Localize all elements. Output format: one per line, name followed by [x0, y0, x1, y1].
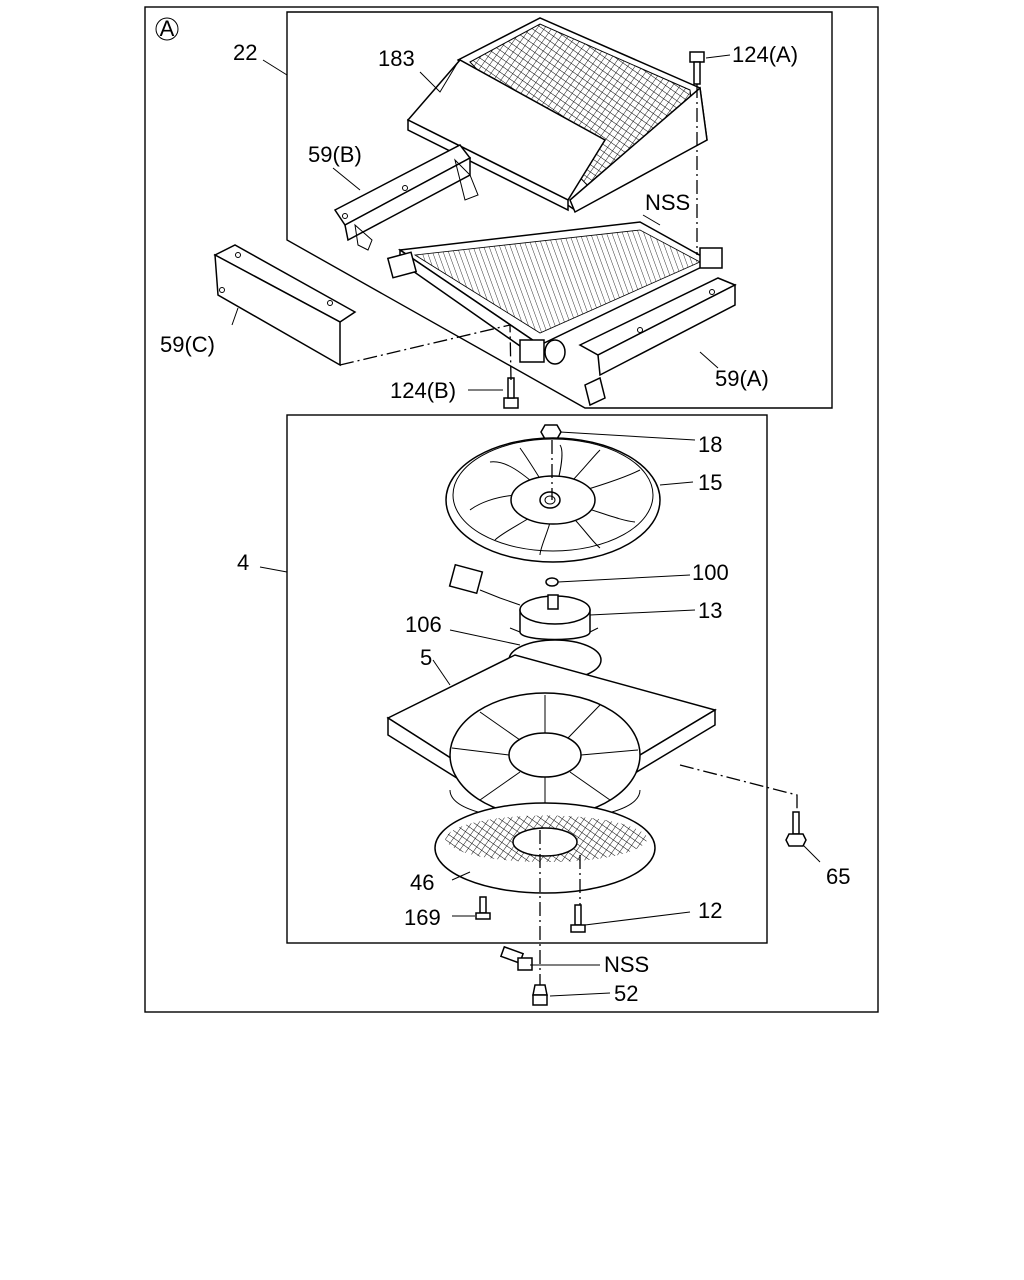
- bracket-59c: [213, 244, 357, 367]
- cover-plate-183: [406, 59, 607, 212]
- view-marker: A: [155, 16, 179, 41]
- label-65: 65: [826, 864, 850, 889]
- label-nss-resistor: NSS: [604, 952, 649, 977]
- label-13: 13: [698, 598, 722, 623]
- outer-frame: [144, 6, 879, 1013]
- label-124b: 124(B): [390, 378, 456, 403]
- fan-motor-13: [479, 589, 599, 641]
- label-12: 12: [698, 898, 722, 923]
- label-5: 5: [420, 645, 432, 670]
- fan-shroud-5: [386, 654, 717, 832]
- condenser-assembly-box: [286, 11, 833, 409]
- part-labels: 22 183 124(A) 59(B) NSS 59(C) 124(B) 59(…: [160, 40, 850, 1006]
- label-22: 22: [233, 40, 257, 65]
- label-100: 100: [692, 560, 729, 585]
- fan-assembly-box: [286, 414, 768, 944]
- screw-169: [475, 896, 491, 920]
- condenser-core: [386, 221, 723, 365]
- label-183: 183: [378, 46, 415, 71]
- centerline-upper-left: [339, 324, 512, 381]
- screw-12: [570, 904, 586, 933]
- motor-connector: [448, 563, 484, 595]
- view-marker-letter: A: [160, 16, 175, 41]
- label-59b: 59(B): [308, 142, 362, 167]
- label-59a: 59(A): [715, 366, 769, 391]
- label-18: 18: [698, 432, 722, 457]
- leader-lines: [231, 54, 821, 997]
- washer-100: [545, 577, 559, 587]
- label-169: 169: [404, 905, 441, 930]
- label-59c: 59(C): [160, 332, 215, 357]
- nut-18: [540, 424, 562, 440]
- label-15: 15: [698, 470, 722, 495]
- bolt-124b: [503, 377, 519, 409]
- centerline-shroud-right: [679, 764, 798, 812]
- bolt-124a: [689, 51, 705, 85]
- label-106: 106: [405, 612, 442, 637]
- label-46: 46: [410, 870, 434, 895]
- top-mesh-cover: [456, 17, 708, 214]
- label-nss-condenser: NSS: [645, 190, 690, 215]
- mesh-guard-46: [434, 802, 656, 894]
- fan-blade-15: [445, 437, 661, 563]
- label-4: 4: [237, 550, 249, 575]
- screw-65: [785, 811, 807, 847]
- bracket-59b: [333, 144, 479, 251]
- screw-52: [532, 984, 548, 1006]
- resistor-nss: [499, 945, 533, 971]
- bracket-59a: [578, 277, 737, 407]
- label-124a: 124(A): [732, 42, 798, 67]
- label-52: 52: [614, 981, 638, 1006]
